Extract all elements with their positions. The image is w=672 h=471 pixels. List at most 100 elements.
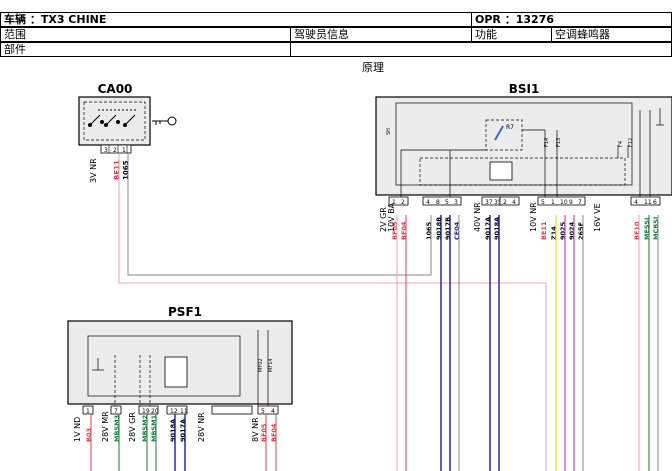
ca00-title: CA00 [98, 82, 133, 96]
ca00-wire-label-1065: 1065 [122, 160, 130, 180]
psf1-pin-number: 4 [271, 408, 275, 415]
psf1-pin-number: 19 [142, 408, 150, 415]
bsi1-connector-label: 16V VE [593, 203, 602, 232]
bsi1-connector-label: 10V NR [529, 202, 538, 232]
header-table: 车辆 ：TX3 CHINE OPR ：13276 范围 驾驶员信息 功能 空调蜂… [0, 0, 672, 60]
bsi1-wire-label: 9018A [493, 217, 501, 240]
psf1-wire-label: BF05 [260, 423, 268, 442]
bsi1-ecu-block [419, 157, 626, 186]
interconnect-wires [90, 153, 659, 471]
psf1-connector-housing [257, 405, 279, 415]
bsi1-pin-number: 8 [436, 199, 440, 206]
ca00-pin-number: 1 [122, 147, 126, 154]
bsi1-pin-number: 1 [392, 199, 396, 206]
psf1-pin-number: 5 [261, 408, 265, 415]
ca00-switch-icon [88, 109, 138, 127]
bsi1-pin-number: 4 [634, 199, 638, 206]
psf1-connector-housing [82, 405, 94, 415]
bsi1-pin-number: 4 [426, 199, 430, 206]
psf1-pin-number: 1 [86, 408, 90, 415]
bsi1-wire-label: BF05 [391, 221, 399, 240]
psf1-connector-label: 28V NR [197, 412, 206, 442]
ca00-wire-label-be11: BE11 [113, 160, 121, 180]
psf1-internal-traces [92, 330, 269, 406]
bsi1-wire-label: MESSI [643, 218, 651, 240]
bsi1-wire-label: 265F [577, 222, 585, 240]
bsi1-label-sh: SH [386, 128, 392, 135]
bsi1-label-f13: F13 [556, 138, 562, 147]
bsi1-label-f14: F14 [544, 138, 550, 147]
bsi1-wire-label: 9018B [435, 217, 443, 240]
bsi1-wire-label: Z14 [550, 226, 558, 240]
bsi1-body [375, 96, 672, 196]
psf1-label-mf02: MF02 [258, 358, 264, 372]
bsi1-relay-switch [494, 125, 504, 141]
bsi1-label-r7: R7 [506, 124, 514, 131]
psf1-wire-label: B03 [85, 428, 93, 442]
bsi1-wire-label: 9024 [568, 221, 576, 240]
bsi1-title: BSI1 [509, 82, 540, 96]
bsi1-pin-number: 5 [445, 199, 449, 206]
psf1-wire-label: 9017A [179, 419, 187, 442]
wire-1065 [127, 153, 432, 276]
bsi1-pin-number: 6 [653, 199, 657, 206]
bsi1-wire-label: 1065 [425, 221, 433, 240]
psf1-pin-number: 11 [180, 408, 188, 415]
bsi1-pin-number: 2 [401, 199, 405, 206]
ca00-pin-number: 3 [104, 147, 108, 154]
bsi1-pin-number: 2 [503, 199, 507, 206]
psf1-wire-label: BF04 [270, 423, 278, 442]
function-value: 空调蜂鸣器 [555, 28, 610, 41]
psf1-label-mf14: MF14 [268, 358, 274, 372]
bsi1-chip-icon [489, 161, 513, 181]
bsi1-wire-label: BE10 [633, 221, 641, 240]
bsi1-wire-label: BF04 [400, 221, 408, 240]
scope-value: 驾驶员信息 [294, 28, 349, 41]
bsi1-pin-number: 11 [644, 199, 652, 206]
psf1-title: PSF1 [168, 305, 202, 319]
psf1-connector-housing [110, 405, 122, 415]
bsi1-connector-housing [537, 196, 586, 206]
bsi1-wire-label: BE11 [540, 221, 548, 240]
bsi1-pin-number: 9 [569, 199, 573, 206]
bsi1-pin-number: 35 [494, 199, 502, 206]
psf1-connector-housing [138, 405, 159, 415]
psf1-fuse-block-icon [164, 356, 188, 388]
psf1-wire-label: MBSM3 [113, 415, 121, 442]
ca00-connector [100, 144, 132, 154]
ca00-connector-label: 3V NR [89, 158, 98, 183]
bsi1-wire-label: CE04 [453, 221, 461, 240]
bsi1-relay-box [485, 119, 523, 151]
key-icon [152, 116, 177, 126]
bsi1-pin-number: 10 [560, 199, 568, 206]
psf1-connector-label: 8V NR [251, 417, 260, 442]
bsi1-pin-number: 1 [551, 199, 555, 206]
parts-label: 部件 [4, 43, 26, 56]
psf1-pin-number: 12 [170, 408, 178, 415]
opr-text: OPR ：13276 [475, 13, 554, 26]
bsi1-connector-housing [388, 196, 409, 206]
bsi1-label-f12: F12 [628, 138, 634, 147]
psf1-connector-label: 1V ND [73, 417, 82, 442]
bsi1-connector-housing [630, 196, 661, 206]
function-label: 功能 [475, 28, 497, 41]
ca00-body [78, 96, 151, 146]
bsi1-wire-label: 9025 [559, 221, 567, 240]
bsi1-pin-number: 3 [454, 199, 458, 206]
bsi1-wire-label: MCBSI [652, 217, 660, 240]
bsi1-pin-number: 5 [541, 199, 545, 206]
bsi1-connector-label: 10V BA [387, 202, 396, 232]
bsi1-internal-traces [400, 108, 664, 197]
scope-label: 范围 [4, 28, 26, 41]
psf1-inner-frame [87, 335, 241, 397]
bsi1-connector-label: 2V GR [379, 207, 388, 232]
psf1-connector-label: 28V MR [101, 411, 110, 442]
bsi1-connector-label: 40V NR [473, 202, 482, 232]
psf1-pin-number: 7 [114, 408, 118, 415]
ca00-inner [83, 101, 146, 141]
bsi1-connector-housing [422, 196, 462, 206]
